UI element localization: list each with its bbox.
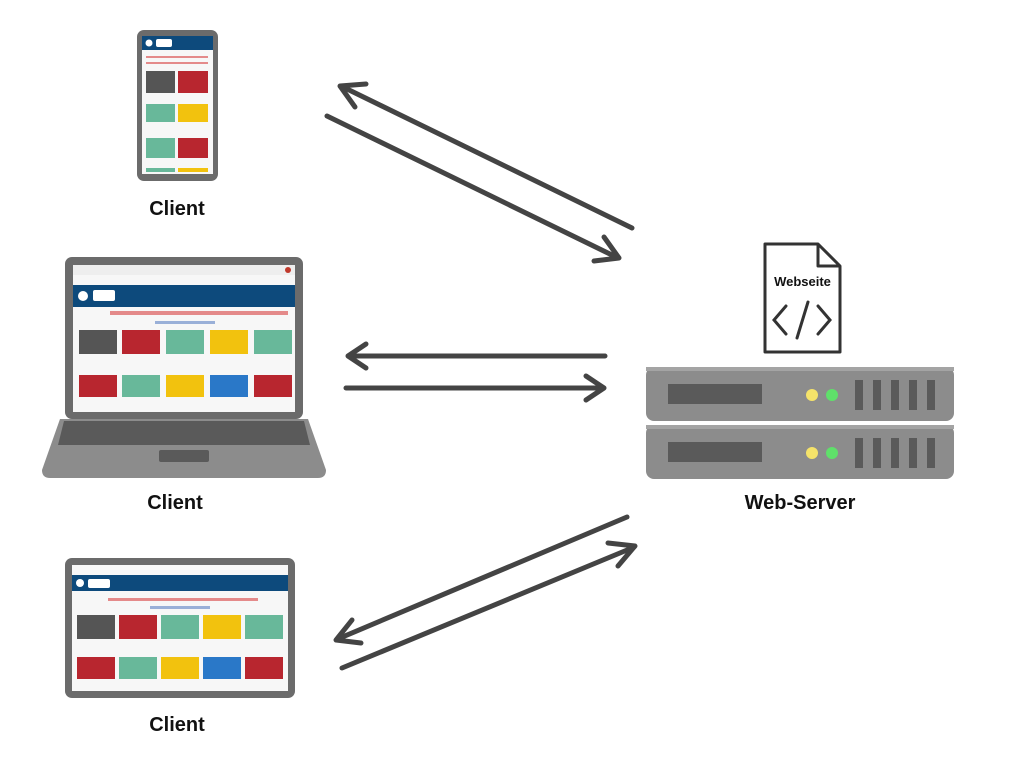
tablet-icon <box>65 558 295 698</box>
arrow-bottom-to-client <box>333 514 630 646</box>
document-code-icon <box>763 242 842 354</box>
client-label-bottom: Client <box>149 714 205 736</box>
server-icon <box>646 367 954 479</box>
arrow-top-to-client <box>337 81 635 231</box>
client-label-middle: Client <box>147 492 203 514</box>
arrow-bottom-to-server <box>339 540 638 671</box>
client-label-top: Client <box>149 198 205 220</box>
document-label: Webseite <box>774 274 831 289</box>
arrow-middle-to-client <box>345 341 608 371</box>
arrow-middle-to-server <box>343 373 607 403</box>
server-label: Web-Server <box>744 492 856 514</box>
phone-icon <box>137 30 218 181</box>
laptop-icon <box>42 257 326 478</box>
arrow-top-to-server <box>324 113 622 264</box>
